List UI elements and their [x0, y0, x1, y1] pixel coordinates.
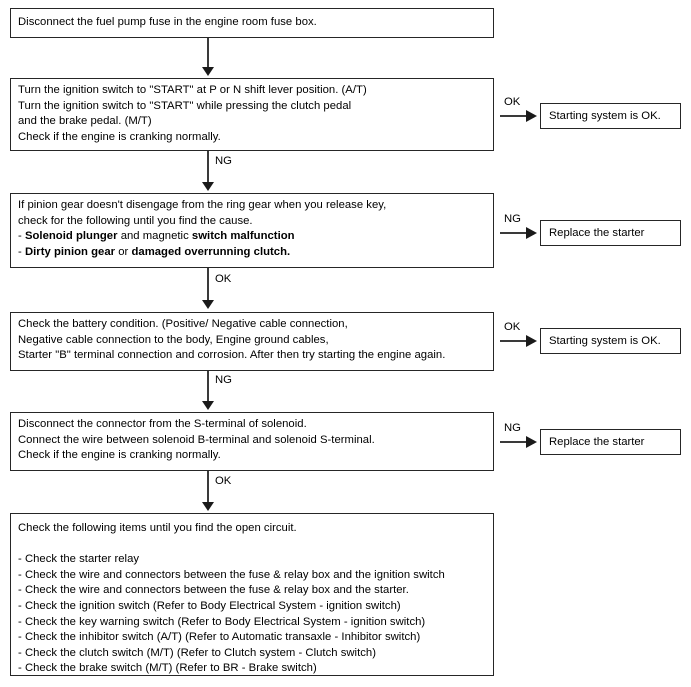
result-label: Starting system is OK. [549, 335, 661, 347]
node-text: Disconnect the connector from the S-term… [18, 417, 489, 464]
node-text: Check the battery condition. (Positive/ … [18, 317, 489, 364]
connector-label-step2-step3: NG [215, 155, 232, 167]
connector-arrow-step3-step4 [202, 300, 214, 309]
node-text-line: Check the following items until you find… [18, 522, 297, 534]
connector-label-step5-step6: OK [215, 475, 232, 487]
flowchart-node-step-3: If pinion gear doesn't disengage from th… [10, 193, 494, 268]
connector-label-step3-step4: OK [215, 273, 232, 285]
connector-arrow-step2-step3 [202, 182, 214, 191]
node-text-line: Negative cable connection to the body, E… [18, 333, 329, 346]
branch-stem-step4 [500, 340, 530, 342]
flowchart-node-step-2: Turn the ignition switch to "START" at P… [10, 78, 494, 151]
flowchart-node-step-1: Disconnect the fuel pump fuse in the eng… [10, 8, 494, 38]
node-text-line: Connect the wire between solenoid B-term… [18, 433, 375, 446]
node-text-line: Check if the engine is cranking normally… [18, 130, 221, 143]
node-text-line: Disconnect the connector from the S-term… [18, 418, 307, 430]
connector-stem-step4-step5 [207, 371, 209, 403]
branch-arrow-step4 [526, 335, 537, 347]
connector-stem-step2-step3 [207, 151, 209, 183]
node-text-line: - Solenoid plunger and magnetic switch m… [18, 230, 295, 243]
node-text-line: - Check the brake switch (M/T) (Refer to… [18, 662, 317, 675]
branch-stem-step3 [500, 232, 530, 234]
connector-arrow-step5-step6 [202, 502, 214, 511]
node-text: Disconnect the fuel pump fuse in the eng… [18, 15, 489, 31]
result-label: Starting system is OK. [549, 110, 661, 122]
branch-label-step2: OK [504, 96, 521, 108]
node-text-line: - Check the inhibitor switch (A/T) (Refe… [18, 631, 421, 644]
connector-stem-step5-step6 [207, 471, 209, 504]
node-text-line: - Check the ignition switch (Refer to Bo… [18, 599, 401, 612]
node-text-line: Check if the engine is cranking normally… [18, 449, 221, 462]
node-text-line: check for the following until you find t… [18, 214, 253, 227]
connector-stem-step3-step4 [207, 268, 209, 301]
flowchart-node-step-4: Check the battery condition. (Positive/ … [10, 312, 494, 371]
branch-arrow-step3 [526, 227, 537, 239]
node-text: If pinion gear doesn't disengage from th… [18, 198, 489, 260]
node-text-line: - Dirty pinion gear or damaged overrunni… [18, 245, 291, 258]
node-text-line: Disconnect the fuel pump fuse in the eng… [18, 16, 317, 29]
flowchart-node-step-5: Disconnect the connector from the S-term… [10, 412, 494, 471]
node-text-line: - Check the wire and connectors between … [18, 584, 409, 597]
branch-label-step4: OK [504, 321, 521, 333]
node-text-line: If pinion gear doesn't disengage from th… [18, 199, 387, 211]
branch-arrow-step5 [526, 436, 537, 448]
result-label: Replace the starter [549, 436, 645, 448]
node-text: Turn the ignition switch to "START" at P… [18, 83, 489, 145]
node-text-line: - Check the key warning switch (Refer to… [18, 615, 426, 628]
node-text: Check the following items until you find… [18, 521, 489, 677]
flowchart-node-result-4: Replace the starter [540, 429, 681, 455]
connector-arrow-step4-step5 [202, 401, 214, 410]
node-text-line: and the brake pedal. (M/T) [18, 115, 152, 128]
branch-arrow-step2 [526, 110, 537, 122]
node-text-line: - Check the clutch switch (M/T) (Refer t… [18, 646, 376, 659]
connector-stem-step1-step2 [207, 38, 209, 68]
branch-stem-step5 [500, 441, 530, 443]
branch-stem-step2 [500, 115, 530, 117]
result-label: Replace the starter [549, 227, 645, 239]
flowchart-node-step-6: Check the following items until you find… [10, 513, 494, 676]
connector-label-step4-step5: NG [215, 374, 232, 386]
node-text-line: Turn the ignition switch to "START" whil… [18, 99, 352, 112]
flowchart-node-result-2: Replace the starter [540, 220, 681, 246]
node-text-line: Starter "B" terminal connection and corr… [18, 349, 446, 362]
flowchart-node-result-1: Starting system is OK. [540, 103, 681, 129]
flowchart-node-result-3: Starting system is OK. [540, 328, 681, 354]
node-text-line [18, 537, 489, 553]
branch-label-step5: NG [504, 422, 521, 434]
node-text-line: - Check the starter relay [18, 553, 140, 566]
branch-label-step3: NG [504, 213, 521, 225]
node-text-line: - Check the wire and connectors between … [18, 568, 445, 581]
connector-arrow-step1-step2 [202, 67, 214, 76]
node-text-line: Check the battery condition. (Positive/ … [18, 318, 348, 330]
node-text-line: Turn the ignition switch to "START" at P… [18, 84, 367, 96]
